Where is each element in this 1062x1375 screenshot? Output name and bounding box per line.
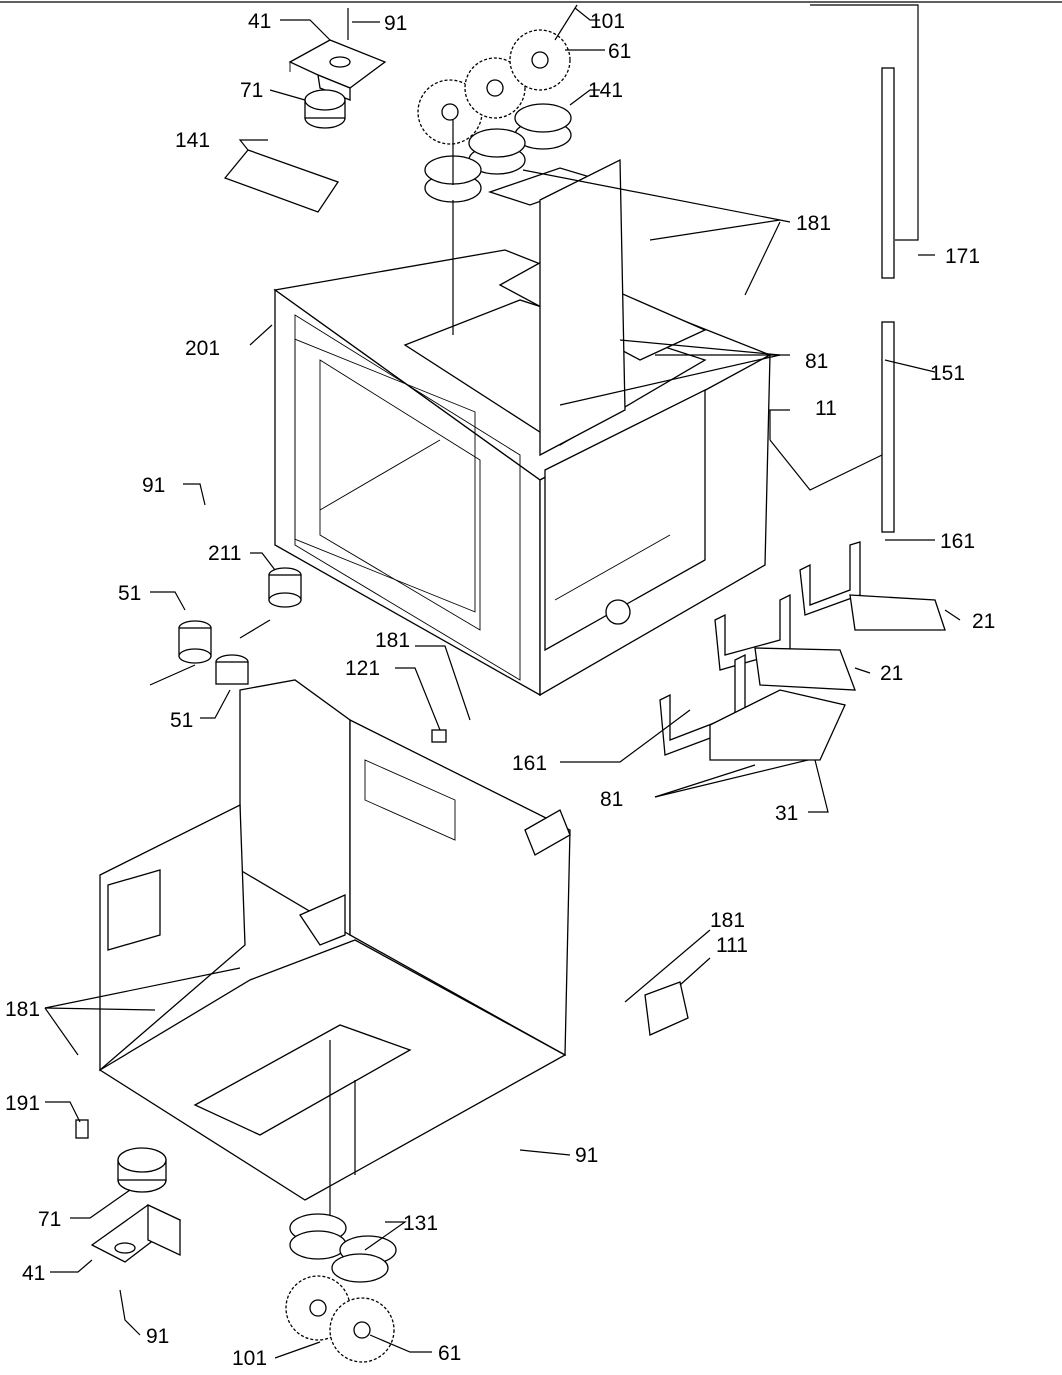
cover-plate-111 bbox=[644, 981, 689, 1036]
bar-151 bbox=[881, 321, 895, 533]
bracket-41-bottom bbox=[90, 1203, 182, 1263]
label-91-bottom: 91 bbox=[146, 1325, 169, 1348]
panel-141 bbox=[223, 149, 340, 213]
motor-71-top bbox=[304, 89, 346, 129]
label-61-bottom: 61 bbox=[438, 1342, 461, 1365]
label-181-right: 181 bbox=[710, 909, 745, 932]
bracket-41-top bbox=[288, 39, 387, 101]
label-71-bottom: 71 bbox=[38, 1208, 61, 1231]
label-171: 171 bbox=[945, 245, 980, 268]
pulley-discs-top bbox=[424, 103, 572, 203]
shaft-101-top bbox=[554, 4, 578, 41]
label-111: 111 bbox=[716, 934, 748, 957]
label-181-top: 181 bbox=[796, 212, 831, 235]
label-91-bottom-right: 91 bbox=[575, 1144, 598, 1167]
brackets-161-21 bbox=[659, 541, 946, 761]
lower-housing bbox=[98, 679, 571, 1201]
label-141-left: 141 bbox=[175, 129, 210, 152]
part-number-labels: 41 91 101 61 71 141 141 181 171 201 81 1… bbox=[5, 10, 995, 1370]
label-161-right: 161 bbox=[940, 530, 975, 553]
leader-lines bbox=[44, 4, 961, 1359]
label-131: 131 bbox=[403, 1212, 438, 1235]
main-frame-11 bbox=[273, 158, 772, 697]
pulley-discs-bottom bbox=[289, 1213, 397, 1283]
label-191: 191 bbox=[5, 1092, 40, 1115]
label-181-left: 181 bbox=[5, 998, 40, 1021]
label-21-b: 21 bbox=[880, 662, 903, 685]
label-31: 31 bbox=[775, 802, 798, 825]
label-81-mid: 81 bbox=[600, 788, 623, 811]
label-101-top: 101 bbox=[590, 10, 625, 33]
label-91-mid: 91 bbox=[142, 474, 165, 497]
motor-71-bottom bbox=[117, 1147, 167, 1193]
label-161-mid: 161 bbox=[512, 752, 547, 775]
label-201: 201 bbox=[185, 337, 220, 360]
label-51-a: 51 bbox=[118, 582, 141, 605]
gear-61-top bbox=[417, 29, 571, 145]
label-181-mid: 181 bbox=[375, 629, 410, 652]
label-121: 121 bbox=[345, 657, 380, 680]
fans-51-211 bbox=[149, 567, 302, 686]
label-81-top: 81 bbox=[805, 350, 828, 373]
clip-121 bbox=[431, 729, 447, 743]
label-41-top: 41 bbox=[248, 10, 271, 33]
label-211: 211 bbox=[208, 542, 241, 565]
label-21-a: 21 bbox=[972, 610, 995, 633]
label-11: 11 bbox=[815, 397, 837, 420]
gear-61-bottom bbox=[285, 1275, 395, 1363]
label-91-top: 91 bbox=[384, 12, 407, 35]
label-61-top: 61 bbox=[608, 40, 631, 63]
label-71-top: 71 bbox=[240, 79, 263, 102]
bar-171 bbox=[881, 67, 895, 279]
label-51-b: 51 bbox=[170, 709, 193, 732]
label-41-bottom: 41 bbox=[22, 1262, 45, 1285]
label-151: 151 bbox=[930, 362, 965, 385]
clip-191 bbox=[75, 1119, 89, 1139]
label-101-bottom: 101 bbox=[232, 1347, 267, 1370]
label-141-top-right: 141 bbox=[588, 79, 623, 102]
